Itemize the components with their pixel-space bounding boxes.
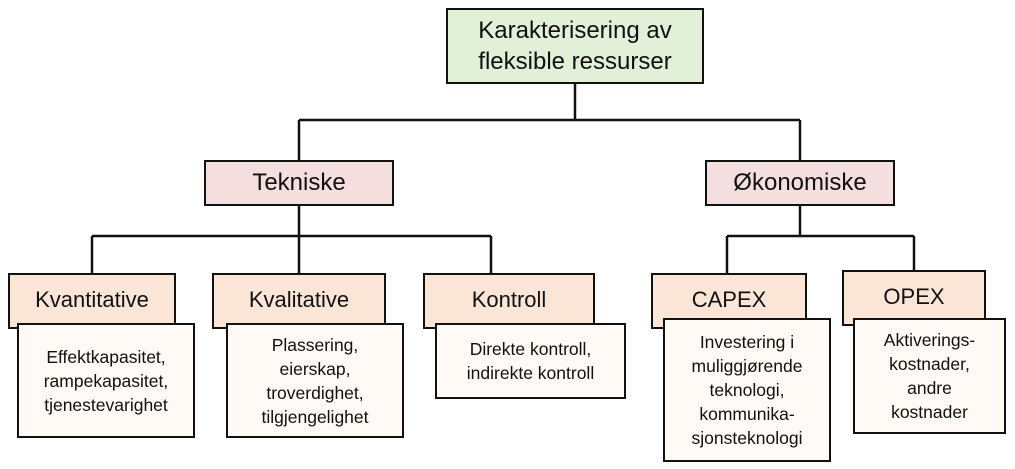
category-tekniske: Tekniske <box>204 160 394 206</box>
detail-line: Direkte kontroll, <box>469 339 592 359</box>
detail-line: Plassering, <box>271 334 359 355</box>
detail-line: tilgjengelighet <box>261 406 369 427</box>
category-label: Tekniske <box>252 169 346 196</box>
sub-label: Kvalitative <box>248 287 350 312</box>
detail-line: muliggjørende <box>691 356 803 376</box>
detail-kvantitative: Effektkapasitet, rampekapasitet, tjenest… <box>17 323 195 438</box>
sub-kvantitative: Kvantitative <box>8 273 176 329</box>
sub-label: Kvantitative <box>35 287 149 312</box>
detail-line: kostnader, <box>889 354 970 374</box>
detail-kvalitative: Plassering, eierskap, troverdighet, tilg… <box>226 323 404 438</box>
sub-label: OPEX <box>883 284 945 309</box>
detail-kontroll: Direkte kontroll, indirekte kontroll <box>435 323 626 399</box>
detail-line: kostnader <box>891 402 968 422</box>
detail-opex: Aktiverings- kostnader, andre kostnader <box>853 318 1006 434</box>
detail-line: sjonsteknologi <box>691 428 803 448</box>
detail-line: teknologi, <box>709 380 785 400</box>
detail-line: rampekapasitet, <box>43 370 169 391</box>
sub-label: CAPEX <box>691 287 767 312</box>
detail-line: andre <box>907 378 952 398</box>
detail-line: Investering i <box>699 332 795 352</box>
detail-line: eierskap, <box>279 358 351 379</box>
detail-line: tjenestevarighet <box>44 394 168 415</box>
sub-kvalitative: Kvalitative <box>212 273 386 329</box>
detail-line: troverdighet, <box>266 382 364 403</box>
detail-line: Effektkapasitet, <box>46 346 166 367</box>
detail-line: Aktiverings- <box>883 330 976 350</box>
root-label-line-2: fleksible ressurser <box>478 48 672 75</box>
category-label: Økonomiske <box>733 169 867 196</box>
detail-line: kommunika- <box>699 404 795 424</box>
root-node: Karakterisering av fleksible ressurser <box>446 8 704 84</box>
category-okonomiske: Økonomiske <box>705 160 895 206</box>
sub-label: Kontroll <box>471 287 547 312</box>
root-label-line-1: Karakterisering av <box>478 17 672 44</box>
sub-kontroll: Kontroll <box>423 273 595 329</box>
detail-capex: Investering i muliggjørende teknologi, k… <box>663 318 831 462</box>
detail-line: indirekte kontroll <box>466 363 595 383</box>
